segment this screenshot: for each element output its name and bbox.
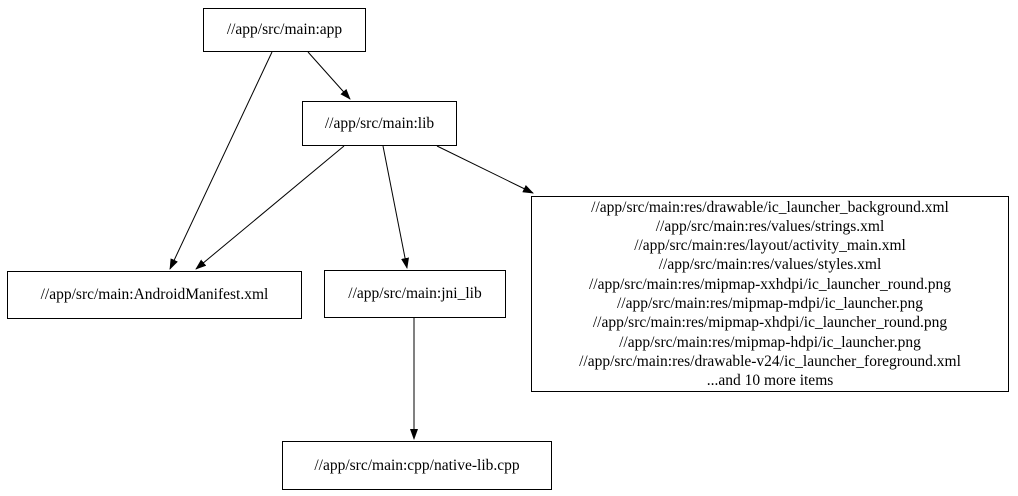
node-label-line: //app/src/main:res/mipmap-xxhdpi/ic_laun… [588, 275, 951, 293]
edge-lib-to-res-group [436, 145, 534, 194]
node-label-line: //app/src/main:res/drawable-v24/ic_launc… [579, 352, 961, 370]
node-label-line: //app/src/main:res/mipmap-xhdpi/ic_launc… [592, 314, 948, 332]
edge-lib-to-android-manifest [195, 145, 345, 270]
node-label-line: //app/src/main:res/values/strings.xml [655, 217, 885, 235]
node-label-line: //app/src/main:res/mipmap-mdpi/ic_launch… [616, 295, 924, 312]
node-label: //app/src/main:jni_lib [348, 285, 482, 303]
node-label: //app/src/main:lib [324, 114, 435, 132]
graph-node-lib: //app/src/main:lib [302, 101, 457, 146]
node-label-line: //app/src/main:res/mipmap-hdpi/ic_launch… [619, 333, 921, 351]
node-label: //app/src/main:app [226, 21, 343, 39]
edge-app-to-android-manifest [169, 51, 273, 270]
graph-node-jni-lib: //app/src/main:jni_lib [324, 270, 506, 318]
edge-lib-to-jni-lib [382, 145, 409, 269]
graph-node-native-lib-cpp: //app/src/main:cpp/native-lib.cpp [282, 441, 552, 490]
graph-node-app: //app/src/main:app [203, 8, 366, 52]
edge-app-to-lib [307, 51, 351, 100]
node-label-line: //app/src/main:res/layout/activity_main.… [634, 237, 906, 255]
node-label-line: ...and 10 more items [706, 372, 834, 390]
node-label-line: //app/src/main:res/values/styles.xml [658, 256, 882, 274]
graph-node-android-manifest: //app/src/main:AndroidManifest.xml [7, 271, 302, 319]
node-label-line: //app/src/main:res/drawable/ic_launcher_… [591, 198, 949, 216]
node-label: //app/src/main:AndroidManifest.xml [40, 286, 269, 304]
node-label: //app/src/main:cpp/native-lib.cpp [314, 456, 520, 474]
graph-node-res-group: //app/src/main:res/drawable/ic_launcher_… [531, 196, 1009, 392]
